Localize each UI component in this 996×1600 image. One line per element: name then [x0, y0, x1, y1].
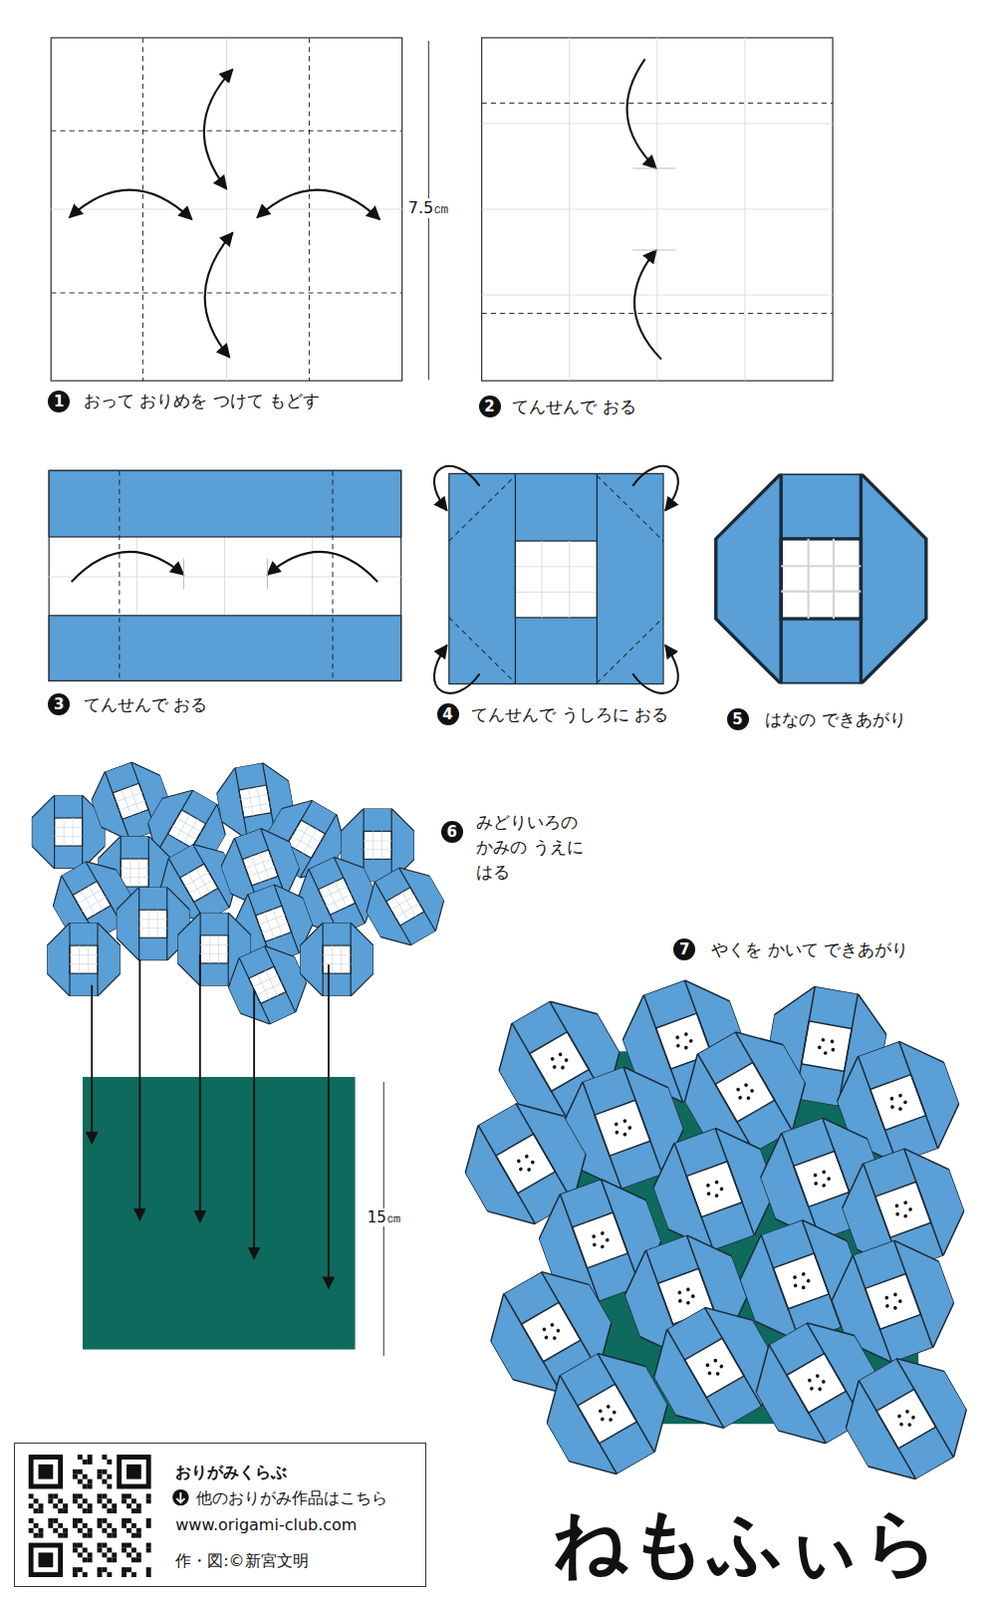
step-number: 2	[479, 395, 501, 418]
place-arrow	[90, 985, 93, 1144]
flower	[299, 922, 374, 996]
step-number: 1	[47, 390, 70, 413]
instruction: はなの できあがり	[764, 709, 906, 730]
place-arrow	[327, 964, 330, 1288]
instruction: やくを かいて できあがり	[711, 939, 909, 960]
instruction: てんせんで おる	[83, 694, 208, 715]
dimension: 7.5㎝	[406, 198, 452, 218]
step-number: 4	[437, 703, 460, 726]
instruction: てんせんで うしろに おる	[471, 704, 669, 725]
title: ねもふぃら	[552, 1504, 942, 1579]
instruction: みどりいろの かみの うえに はる	[476, 809, 601, 884]
place-arrow	[138, 959, 141, 1220]
place-arrow	[252, 990, 255, 1258]
footer-text: 作・図:©新宮文明	[175, 1550, 308, 1570]
step-number: 5	[727, 708, 749, 731]
instruction: おって おりめを つけて もどす	[83, 390, 320, 411]
footer-text: www.origami-club.com	[175, 1514, 357, 1534]
footer-text: おりがみくらぶ	[175, 1462, 287, 1482]
step-number: 6	[441, 820, 464, 843]
step-number: 7	[673, 938, 696, 961]
place-arrow	[199, 954, 202, 1222]
step-number: 3	[47, 693, 70, 716]
flower	[46, 922, 121, 996]
dimension: 15㎝	[365, 1208, 404, 1227]
flower	[827, 1340, 985, 1497]
footer-box: おりがみくらぶ他のおりがみ作品はこちら www.origami-club.com 作…	[13, 1442, 427, 1587]
footer-text: 他のおりがみ作品はこちら	[196, 1488, 388, 1507]
flower	[528, 1335, 686, 1493]
instruction: てんせんで おる	[511, 396, 636, 417]
